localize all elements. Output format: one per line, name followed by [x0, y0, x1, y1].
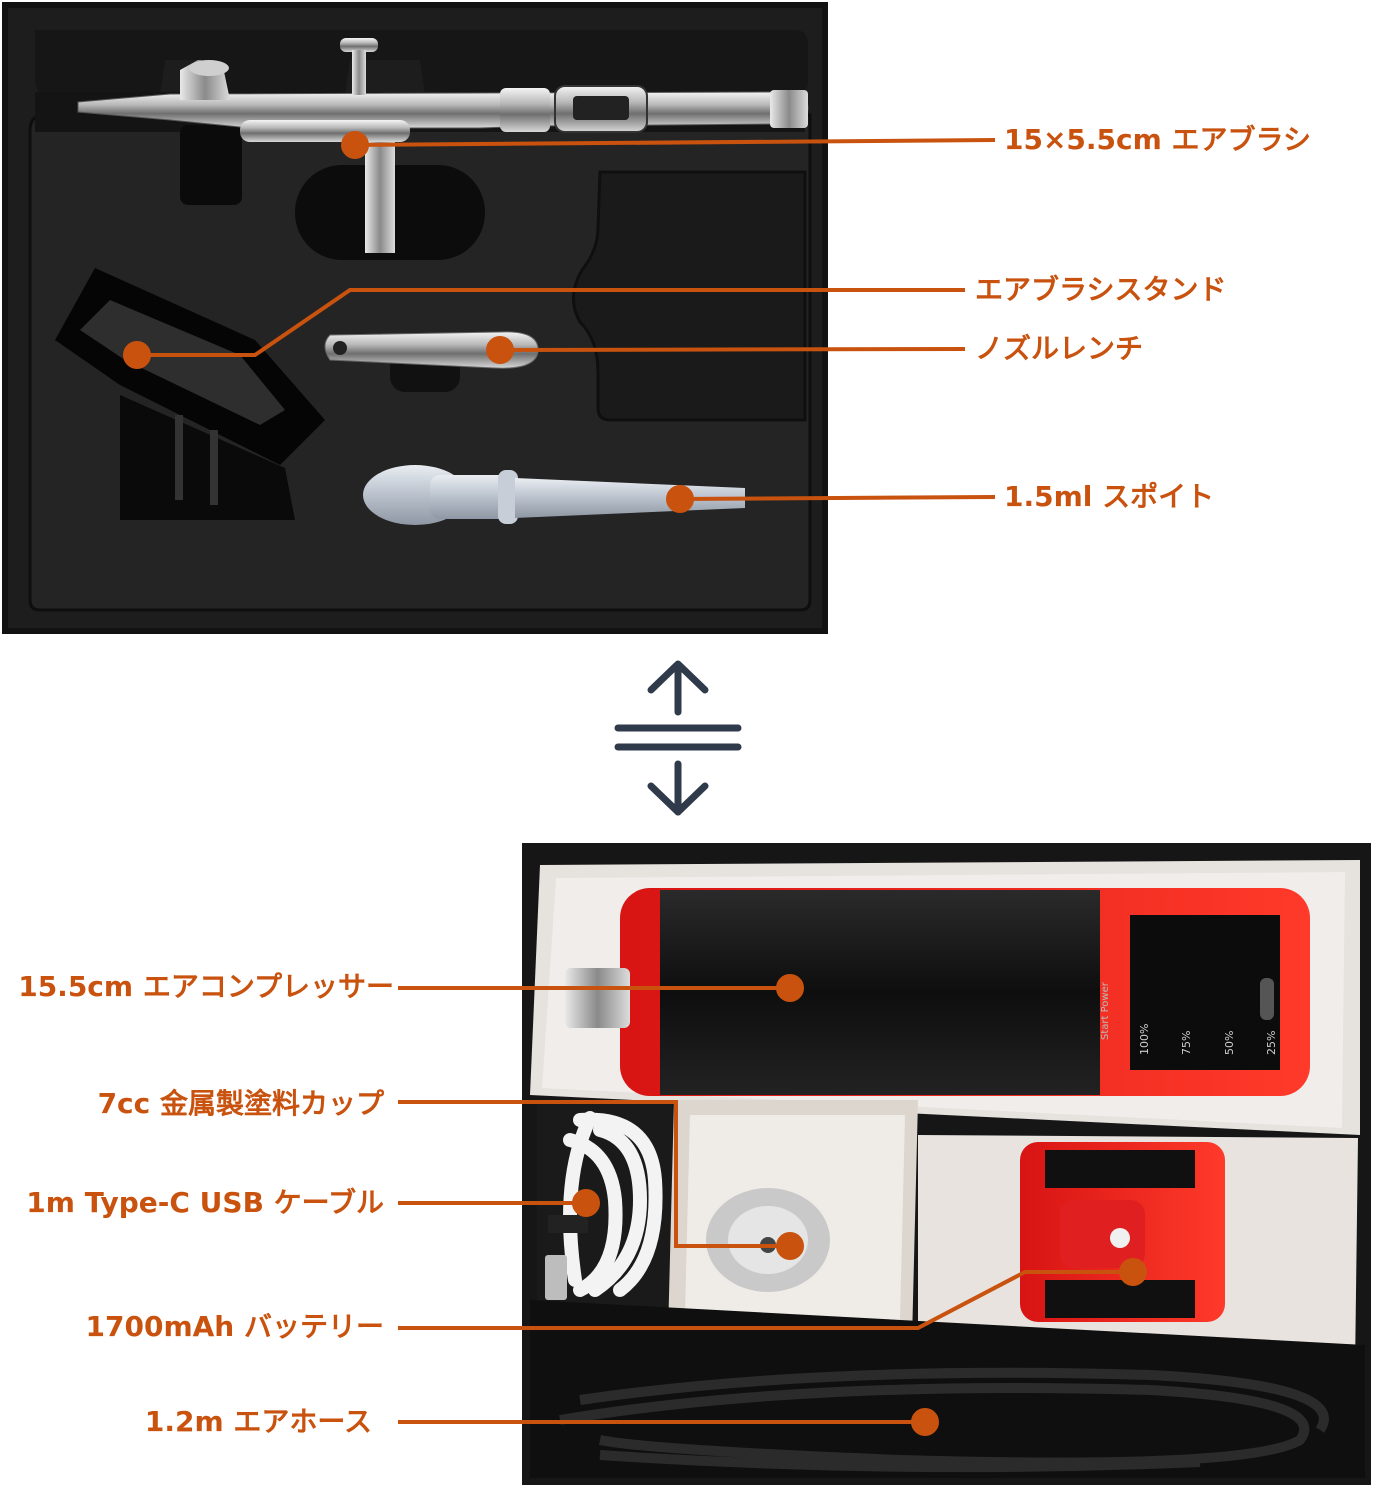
label-battery: 1700mAh バッテリー	[85, 1310, 384, 1343]
label-air-hose: 1.2m エアホース	[144, 1405, 372, 1438]
compressor-marks: 100% 75% 50% 25%	[1138, 945, 1278, 1055]
airbrush-illustration	[77, 38, 809, 260]
airbrush-stand-illustration	[55, 268, 325, 520]
label-airbrush: 15×5.5cm エアブラシ	[1004, 123, 1311, 156]
top-tray	[2, 2, 828, 634]
bottom-tray	[522, 843, 1371, 1485]
leader-lines	[123, 131, 1147, 1436]
air-hose-illustration	[559, 1367, 1329, 1473]
label-nozzle-wrench: ノズルレンチ	[975, 332, 1144, 365]
mark-100: 100%	[1138, 1023, 1151, 1055]
label-compressor: 15.5cm エアコンプレッサー	[18, 970, 394, 1003]
label-usb-cable: 1m Type-C USB ケーブル	[26, 1186, 384, 1219]
swap-updown-icon	[614, 660, 742, 816]
dropper-illustration	[363, 465, 745, 525]
label-dropper: 1.5ml スポイト	[1004, 480, 1215, 513]
mark-75: 75%	[1180, 1030, 1194, 1055]
battery-illustration	[1020, 1142, 1225, 1322]
mark-50: 50%	[1222, 1030, 1236, 1055]
nozzle-wrench-illustration	[324, 331, 539, 392]
compressor-button-text: Start Power	[1100, 982, 1111, 1040]
label-airbrush-stand: エアブラシスタンド	[975, 273, 1227, 306]
paint-cup-illustration	[706, 1188, 830, 1292]
label-paint-cup: 7cc 金属製塗料カップ	[97, 1087, 384, 1120]
compressor-illustration	[565, 888, 1310, 1096]
mark-25: 25%	[1264, 1030, 1278, 1055]
usb-cable-illustration	[563, 1111, 663, 1297]
